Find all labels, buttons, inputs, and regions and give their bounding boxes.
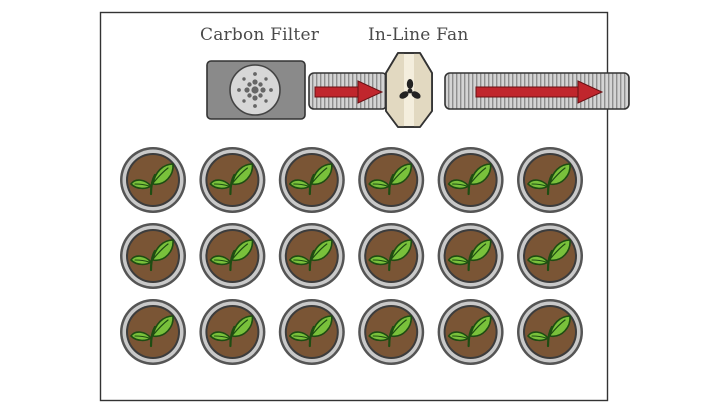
carbon-filter-label: Carbon Filter: [200, 25, 320, 45]
seedling-icon: [198, 145, 267, 215]
seedling-icon: [357, 221, 426, 291]
seedling-icon: [277, 297, 346, 367]
seedling-icon: [357, 297, 426, 367]
seedling-icon: [277, 145, 346, 215]
seedling-icon: [436, 221, 505, 291]
seedling-icon: [515, 297, 585, 367]
seedling-icon: [198, 297, 267, 367]
seedling-icon: [515, 221, 585, 291]
seedling-icon: [118, 221, 188, 291]
seedling-icon: [357, 145, 426, 215]
seedling-icon: [515, 145, 585, 215]
seedling-icon: [118, 145, 188, 215]
duct-segment-intake: [308, 72, 388, 110]
seedling-icon: [198, 221, 267, 291]
airflow-arrow-icon: [475, 80, 604, 104]
seedling-icon: [277, 221, 346, 291]
duct-segment-exhaust: [444, 72, 630, 110]
seedling-icon: [436, 297, 505, 367]
fan-icon: [385, 52, 433, 128]
seedling-icon: [118, 297, 188, 367]
carbon-filter-icon: [206, 60, 306, 120]
airflow-arrow-icon: [314, 80, 384, 104]
inline-fan-label: In-Line Fan: [368, 25, 469, 45]
seedling-icon: [436, 145, 505, 215]
